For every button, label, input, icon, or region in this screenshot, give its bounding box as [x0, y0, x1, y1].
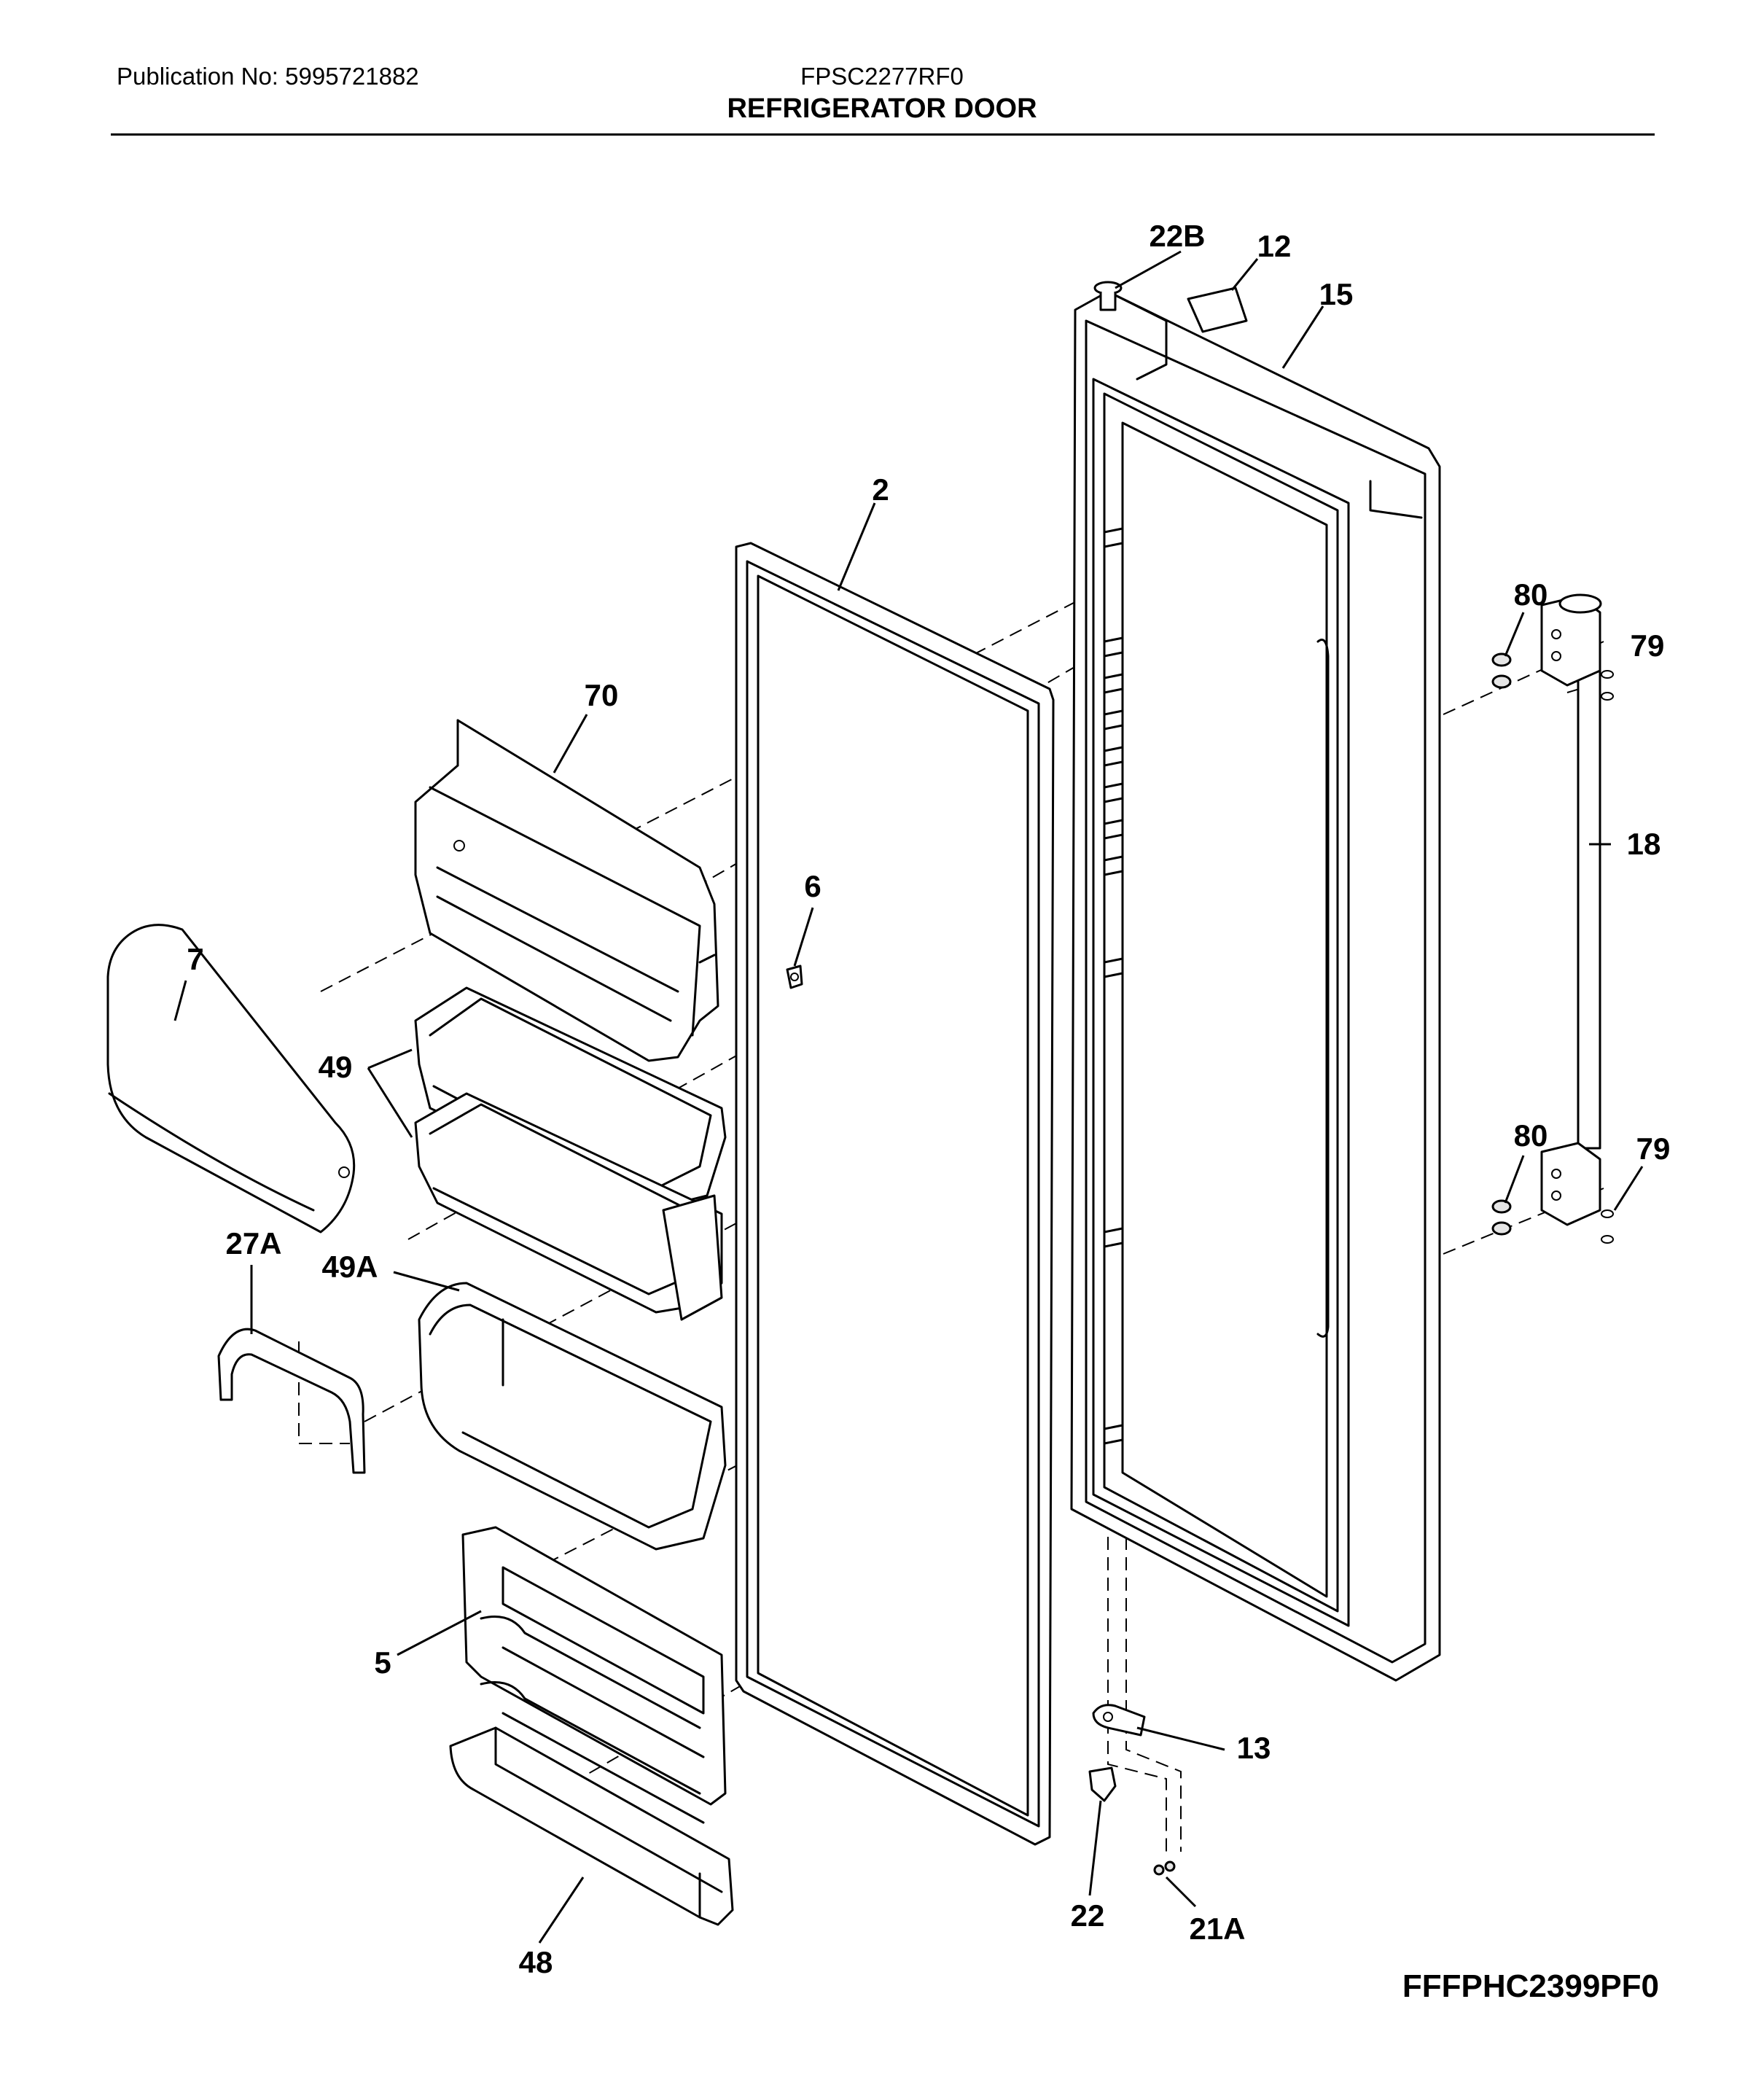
callout-7: 7	[187, 942, 203, 976]
callout-6: 6	[804, 869, 821, 903]
callout-27A: 27A	[225, 1226, 281, 1260]
part-80-79-fasteners	[1491, 652, 1614, 1244]
part-13-hinge-bracket	[1092, 1704, 1146, 1737]
callout-13: 13	[1237, 1731, 1271, 1765]
callout-80-bottom: 80	[1514, 1118, 1548, 1153]
page-title: REFRIGERATOR DOOR	[727, 93, 1037, 124]
callout-80-top: 80	[1514, 577, 1548, 612]
leader-lines	[173, 250, 1644, 1944]
part-22-hinge-pin	[1088, 1766, 1117, 1802]
part-21A-screws	[1153, 1860, 1176, 1876]
part-6-clip	[786, 965, 803, 989]
part-49A-gallon-bin	[418, 1282, 727, 1551]
publication-number: Publication No: 5995721882	[117, 63, 419, 90]
part-5-rack	[461, 1526, 727, 1824]
part-18-door-handle	[1540, 593, 1602, 1226]
diagram-code: FFFPHC2399PF0	[1402, 1968, 1659, 2004]
callout-22B: 22B	[1149, 219, 1205, 253]
part-70-dairy-bin	[414, 719, 719, 1062]
callout-15: 15	[1319, 277, 1354, 311]
callout-5: 5	[374, 1645, 391, 1680]
part-49-door-bins	[414, 986, 727, 1321]
callout-22: 22	[1071, 1898, 1105, 1933]
header-divider	[111, 133, 1655, 136]
model-number: FPSC2277RF0	[800, 63, 964, 90]
part-48-bottom-bin	[449, 1726, 734, 1926]
callout-49A: 49A	[321, 1250, 378, 1284]
callout-2: 2	[872, 472, 889, 507]
part-7-dairy-door	[106, 924, 356, 1234]
part-22B-hinge-pin	[1093, 281, 1123, 311]
callout-48: 48	[519, 1945, 553, 1979]
part-15-door	[1070, 290, 1441, 1682]
part-2-gasket	[735, 542, 1055, 1846]
callout-21A: 21A	[1189, 1912, 1245, 1946]
part-27A-handle	[217, 1328, 366, 1474]
callout-79-bottom: 79	[1636, 1131, 1671, 1166]
callout-12: 12	[1257, 229, 1292, 263]
part-12-label	[1187, 287, 1248, 333]
callout-18: 18	[1627, 827, 1661, 861]
callout-79-top: 79	[1631, 628, 1665, 663]
callout-70: 70	[585, 678, 619, 712]
callout-49: 49	[319, 1050, 353, 1084]
